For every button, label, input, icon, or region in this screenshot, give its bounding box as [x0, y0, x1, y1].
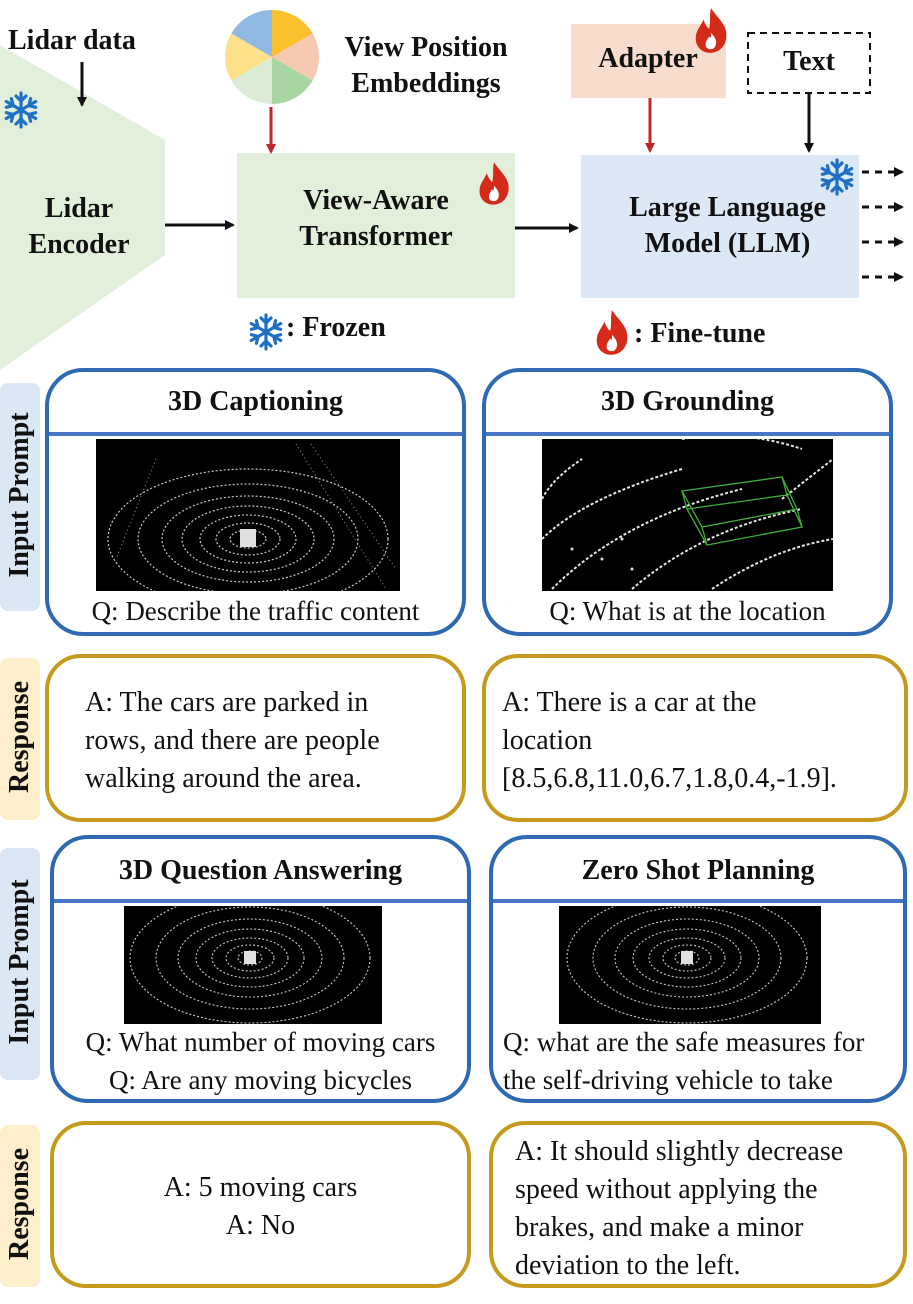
question-text: Q: Are any moving bicycles [109, 1065, 412, 1095]
panel-3d-question-answering: 3D Question Answering Q: What number of … [50, 835, 471, 1103]
lidar-data-label: Lidar data [8, 25, 136, 56]
lidar-scan-image [96, 439, 400, 591]
panel-title: 3D Captioning [167, 386, 344, 417]
response-zero-shot-planning: A: It should slightly decrease speed wit… [489, 1121, 907, 1288]
panel-3d-grounding: 3D Grounding [482, 368, 893, 636]
side-label-input-prompt-1: Input Prompt [0, 383, 40, 611]
panel-title: Zero Shot Planning [581, 855, 815, 886]
question-text: Q: what are the safe measures for [503, 1027, 865, 1057]
panel-title: 3D Grounding [601, 386, 774, 417]
side-label-input-prompt-2: Input Prompt [0, 848, 40, 1080]
response-3d-captioning: A: The cars are parked in rows, and ther… [45, 654, 466, 822]
architecture-diagram [0, 8, 904, 370]
panel-zero-shot-planning: Zero Shot Planning Q: what are the safe … [489, 835, 907, 1103]
lidar-encoder-label: Lidar Encoder [28, 193, 130, 260]
view-position-label: View Position Embeddings [344, 32, 508, 99]
divider [49, 432, 462, 436]
divider [54, 899, 467, 903]
question-text: Q: What is at the location [549, 596, 826, 626]
llm-output-arrows [862, 167, 904, 282]
response-text: A: It should slightly decrease speed wit… [515, 1136, 844, 1281]
text-label: Text [783, 46, 835, 77]
view-aware-transformer-label: View-Aware Transformer [299, 185, 453, 252]
legend-finetune-label: : Fine-tune [634, 318, 766, 349]
lidar-scan-image [542, 439, 833, 591]
response-text: A: The cars are parked in rows, and ther… [85, 687, 380, 794]
response-text: A: 5 moving cars A: No [163, 1172, 358, 1241]
llm-label: Large Language Model (LLM) [629, 192, 826, 259]
response-text: A: There is a car at the location [8.5,6… [502, 687, 837, 794]
legend-frozen-label: : Frozen [286, 312, 386, 343]
llm-block [581, 155, 859, 298]
side-label-response-2: Response [0, 1125, 40, 1287]
side-label-response-1: Response [0, 658, 40, 820]
response-3d-question-answering: A: 5 moving cars A: No [50, 1121, 471, 1288]
question-text: the self-driving vehicle to take [503, 1065, 833, 1095]
panel-title: 3D Question Answering [118, 855, 403, 886]
divider [486, 432, 889, 436]
divider [493, 899, 903, 903]
view-aware-transformer-block [237, 153, 515, 298]
question-text: Q: What number of moving cars [85, 1027, 436, 1057]
snowflake-icon [249, 315, 283, 349]
question-text: Q: Describe the traffic content [91, 596, 420, 626]
panel-3d-captioning: 3D Captioning Q: Describe the traffic co… [45, 368, 466, 636]
response-3d-grounding: A: There is a car at the location [8.5,6… [482, 654, 908, 822]
pie-embedding-icon [225, 10, 319, 104]
lidar-scan-image [124, 906, 382, 1024]
lidar-scan-image [559, 906, 821, 1024]
lidar-encoder-block [0, 45, 165, 370]
adapter-label: Adapter [598, 43, 698, 74]
fire-icon [596, 310, 628, 355]
